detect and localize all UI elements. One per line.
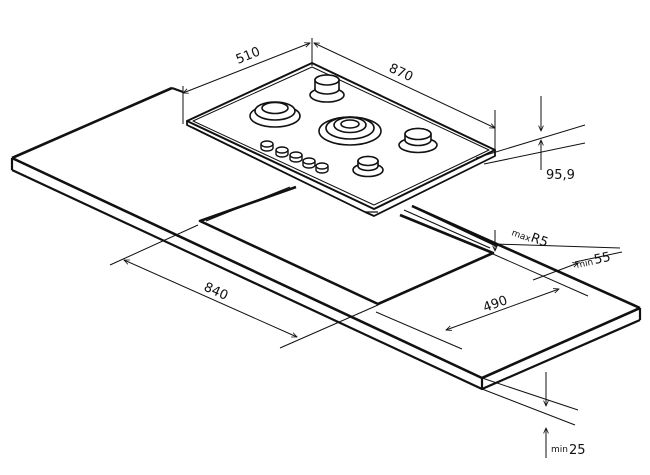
label-hob-width: 870 [386, 61, 415, 85]
knob-5 [315, 162, 329, 174]
burner-front [352, 155, 384, 178]
burner-rear-center [309, 74, 345, 103]
label-cutout-width: 840 [201, 280, 230, 304]
knob-3 [289, 151, 303, 163]
burner-right [398, 127, 438, 154]
label-hob-height: 95,9 [546, 168, 575, 183]
burner-large-left [249, 101, 301, 128]
label-corner-radius: R5 [529, 231, 550, 251]
label-worktop-thickness: 25 [569, 443, 586, 458]
control-knobs [260, 140, 329, 174]
label-worktop-prefix: min [551, 445, 568, 455]
knob-4 [302, 157, 316, 169]
label-edge-prefix: min [576, 258, 595, 271]
label-hob-depth: 510 [234, 45, 263, 68]
knob-2 [275, 146, 289, 158]
knob-1 [260, 140, 274, 152]
label-edge-clearance: 55 [593, 250, 612, 268]
dimension-lines [109, 38, 623, 458]
label-cutout-depth: 490 [481, 293, 509, 316]
burner-wok [318, 116, 382, 146]
cutout [198, 185, 498, 306]
